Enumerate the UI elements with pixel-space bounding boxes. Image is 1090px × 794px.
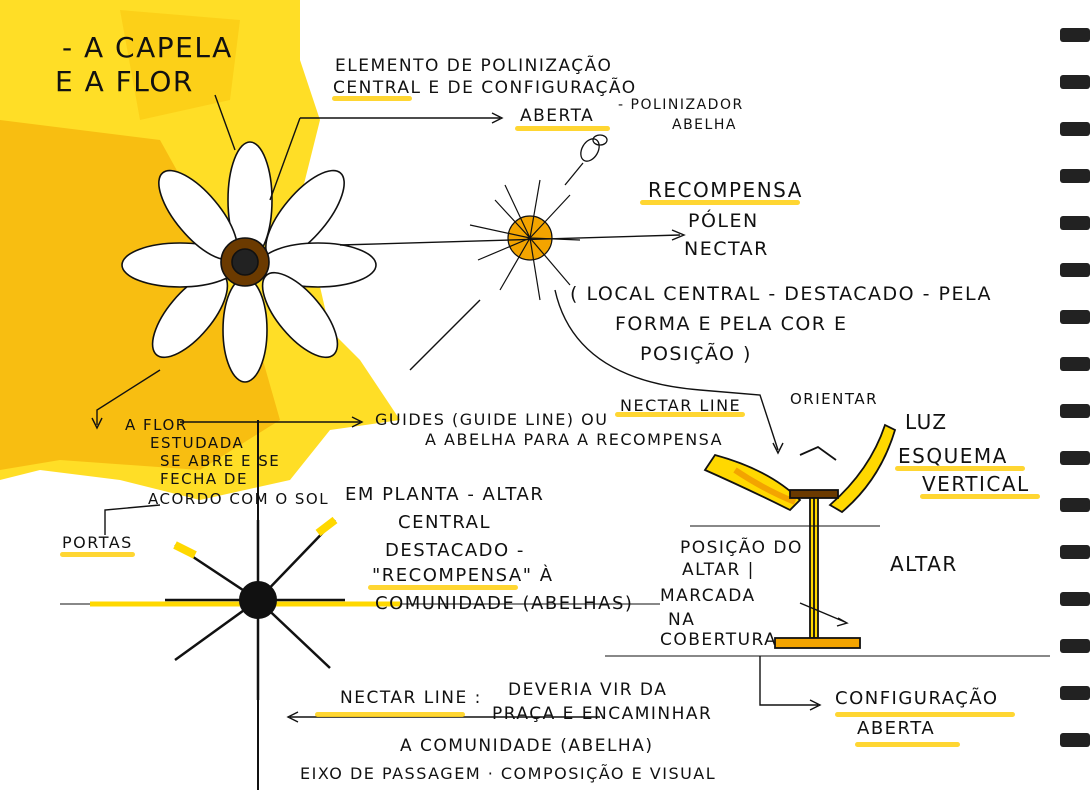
note-eixo: EIXO DE PASSAGEM · COMPOSIÇÃO E VISUAL xyxy=(300,766,716,782)
bee-icon xyxy=(565,135,607,185)
note-flor-2: ESTUDADA xyxy=(150,436,244,451)
note-nectar: NECTAR xyxy=(684,240,769,259)
note-posicao-3: MARCADA xyxy=(660,588,756,605)
note-flor-4: FECHA DE xyxy=(160,472,248,487)
note-flor-5: ACORDO COM O SOL xyxy=(148,492,329,507)
note-nectar-line: NECTAR LINE : xyxy=(340,690,482,707)
note-config-1: CONFIGURAÇÃO xyxy=(835,690,999,708)
note-luz: LUZ xyxy=(905,412,948,432)
note-posicao-4: NA xyxy=(668,612,695,629)
highlight-nectar-line-bottom xyxy=(315,712,465,717)
note-posicao-1: POSIÇÃO DO xyxy=(680,540,803,557)
note-guides-hl: NECTAR LINE xyxy=(620,398,741,414)
note-guides-2: A ABELHA PARA A RECOMPENSA xyxy=(425,432,723,448)
note-planta-5: COMUNIDADE (ABELHAS) xyxy=(375,595,633,613)
note-elemento-2: CENTRAL E DE CONFIGURAÇÃO xyxy=(333,80,637,97)
note-local-1: ( LOCAL CENTRAL - DESTACADO - PELA xyxy=(570,285,992,304)
note-flor-1: A FLOR xyxy=(125,418,188,433)
title-line-1: - A CAPELA xyxy=(62,34,233,62)
note-flor-3: SE ABRE E SE xyxy=(160,454,280,469)
note-posicao-2: ALTAR | xyxy=(682,562,755,579)
highlight-portas xyxy=(60,552,135,557)
note-orientar: ORIENTAR xyxy=(790,392,878,407)
note-planta-2: CENTRAL xyxy=(398,514,491,532)
note-guides-1: GUIDES (GUIDE LINE) OU xyxy=(375,412,608,428)
note-local-3: POSIÇÃO ) xyxy=(640,345,752,364)
note-aberta: ABERTA xyxy=(520,108,594,125)
note-posicao-5: COBERTURA xyxy=(660,632,777,649)
note-recompensa: RECOMPENSA xyxy=(648,180,803,200)
note-portas: PORTAS xyxy=(62,535,133,551)
note-altar: ALTAR xyxy=(890,554,958,574)
binding-rings xyxy=(1060,28,1090,747)
note-config-2: ABERTA xyxy=(857,720,935,738)
highlight-aberta-bottom xyxy=(855,742,960,747)
note-elemento-1: ELEMENTO DE POLINIZAÇÃO xyxy=(335,58,612,75)
note-planta-1: EM PLANTA - ALTAR xyxy=(345,486,544,504)
note-polinizador-2: ABELHA xyxy=(672,118,737,132)
note-deveria-3: A COMUNIDADE (ABELHA) xyxy=(400,738,653,755)
note-esquema-1: ESQUEMA xyxy=(898,446,1008,466)
title-line-2: E A FLOR xyxy=(55,68,194,96)
note-polen: PÓLEN xyxy=(688,212,759,231)
note-local-2: FORMA E PELA COR E xyxy=(615,315,848,334)
highlight-configuracao xyxy=(835,712,1015,717)
note-polinizador-1: - POLINIZADOR xyxy=(618,98,744,112)
note-esquema-2: VERTICAL xyxy=(922,474,1030,494)
note-deveria-2: PRAÇA E ENCAMINHAR xyxy=(492,706,712,723)
note-planta-4: "RECOMPENSA" À xyxy=(372,567,554,585)
flower-icon xyxy=(122,142,376,382)
note-planta-3: DESTACADO - xyxy=(385,542,525,560)
note-deveria-1: DEVERIA VIR DA xyxy=(508,682,667,699)
highlight-aberta-top xyxy=(515,126,610,131)
